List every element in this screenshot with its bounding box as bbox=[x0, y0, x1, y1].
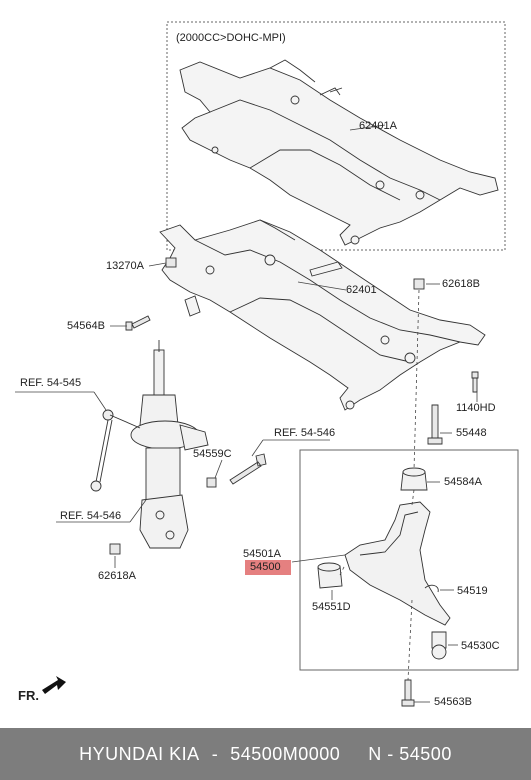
front-arrow-icon bbox=[42, 676, 66, 694]
leader-lines bbox=[15, 124, 478, 703]
label-54519: 54519 bbox=[457, 585, 488, 597]
lower-arm-box bbox=[299, 449, 519, 671]
label-62618b: 62618B bbox=[442, 278, 480, 290]
footer-separator: - bbox=[211, 743, 219, 764]
label-54584a: 54584A bbox=[444, 476, 482, 488]
ref-54-546-lower: REF. 54-546 bbox=[60, 510, 122, 522]
label-1140hd: 1140HD bbox=[456, 402, 496, 414]
nut-54559c-shape bbox=[206, 477, 217, 488]
nut-13270a-shape bbox=[165, 257, 177, 268]
label-55448: 55448 bbox=[456, 427, 487, 439]
nut-62618a-shape bbox=[109, 543, 121, 555]
highlight-54500 bbox=[245, 560, 291, 575]
label-54564b: 54564B bbox=[67, 320, 105, 332]
footer-code: N - 54500 bbox=[368, 743, 452, 764]
diagram-canvas: (2000CC>DOHC-MPI) 62401A 13270A 62618B 6… bbox=[15, 21, 519, 708]
strut-drawing bbox=[130, 340, 209, 549]
stabilizer-link-drawing bbox=[90, 409, 141, 492]
front-indicator: FR. bbox=[18, 688, 39, 703]
bolt-1140hd-shape bbox=[471, 371, 479, 393]
footer-bar: HYUNDAI KIA - 54500M0000 N - 54500 bbox=[0, 728, 531, 780]
upper-subframe-drawing bbox=[179, 59, 499, 246]
bolt-54563b-shape bbox=[401, 679, 415, 707]
label-54501a: 54501A bbox=[243, 548, 281, 560]
label-62401a: 62401A bbox=[359, 120, 397, 132]
label-62401: 62401 bbox=[346, 284, 377, 296]
bolt-55448-shape bbox=[427, 404, 443, 445]
ref-54-545: REF. 54-545 bbox=[20, 377, 82, 389]
label-62618a: 62618A bbox=[98, 570, 136, 582]
nut-62618b-shape bbox=[413, 278, 425, 290]
label-54500: 54500 bbox=[250, 561, 281, 573]
footer-brand: HYUNDAI KIA bbox=[79, 743, 200, 764]
label-54559c: 54559C bbox=[193, 448, 232, 460]
subframe-drawing bbox=[159, 219, 486, 411]
lower-arm-drawing bbox=[317, 467, 451, 660]
ref-54-546-upper: REF. 54-546 bbox=[274, 427, 336, 439]
bolt-54564b-shape bbox=[125, 315, 151, 331]
label-54530c: 54530C bbox=[461, 640, 500, 652]
label-13270a: 13270A bbox=[106, 260, 144, 272]
diagram-drawing bbox=[15, 21, 519, 707]
footer-part-number: 54500M0000 bbox=[230, 743, 341, 764]
fasteners bbox=[109, 257, 479, 707]
label-54563b: 54563B bbox=[434, 696, 472, 708]
variant-note: (2000CC>DOHC-MPI) bbox=[176, 32, 286, 44]
bolt-ref-shape bbox=[229, 453, 267, 485]
label-54551d: 54551D bbox=[312, 601, 351, 613]
upper-variant-box bbox=[166, 21, 506, 251]
